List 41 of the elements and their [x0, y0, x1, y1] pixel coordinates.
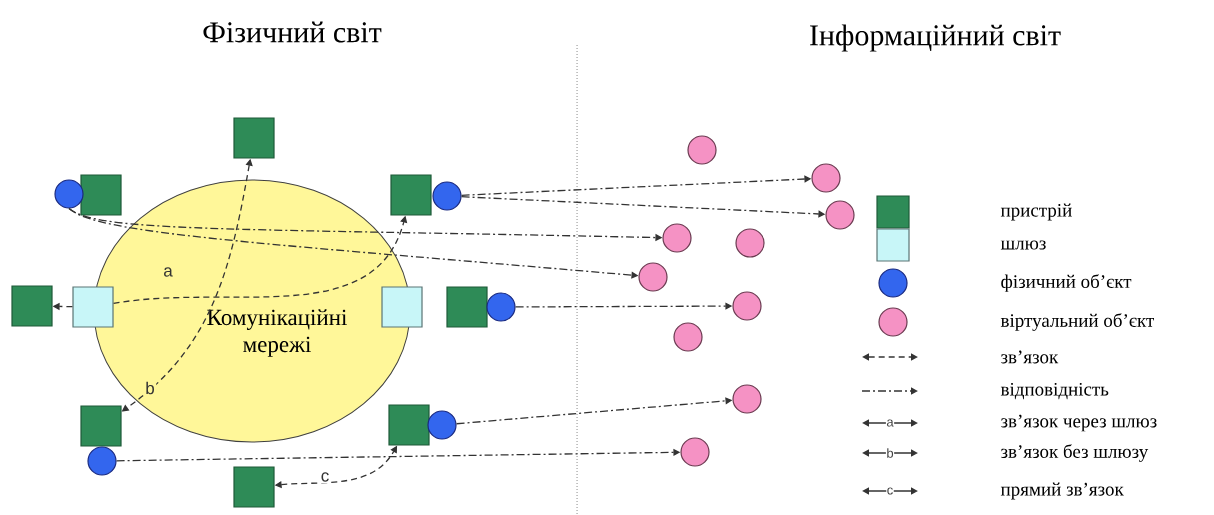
virtual-object-circle — [732, 384, 762, 414]
heading: Інформаційний світ — [810, 24, 1061, 52]
legend-text: віртуальний об’єкт — [1000, 313, 1154, 331]
virtual-object-circle — [638, 262, 668, 292]
physical-object-circle — [54, 179, 84, 209]
legend-line-sample: b — [862, 447, 918, 459]
legend-text: пристрій — [1000, 203, 1072, 221]
legend-text: зв’язок без шлюзу — [1001, 444, 1149, 462]
device-box — [233, 117, 275, 159]
device-box — [233, 466, 275, 508]
legend-text: зв’язок через шлюз — [1001, 414, 1157, 432]
virtual-object-circle — [735, 228, 765, 258]
legend-line-sample: c — [862, 486, 918, 496]
physical-object-circle — [432, 181, 462, 211]
gateway-box — [72, 286, 114, 328]
device-box — [388, 404, 430, 446]
device-box — [80, 405, 122, 447]
virtual-object-circle — [673, 322, 703, 352]
legend-text: фізичний об’єкт — [1001, 274, 1132, 292]
virtual-object-circle — [825, 200, 855, 230]
legend-text: зв’язок — [1001, 350, 1059, 364]
device-box — [446, 286, 488, 328]
legend-line-sample: a — [862, 418, 918, 428]
device-box — [11, 285, 53, 327]
network-label: Комунікаційні мережі — [207, 309, 347, 357]
physical-object-circle — [486, 292, 516, 322]
virtual-object-circle — [811, 163, 841, 193]
physical-object-circle — [87, 446, 117, 476]
legend-text: шлюз — [1000, 240, 1046, 250]
heading: Фізичний світ — [203, 21, 382, 43]
legend-text: відповідність — [1000, 382, 1109, 400]
device-box — [80, 174, 122, 216]
physical-object-circle — [427, 410, 457, 440]
virtual-object-circle — [732, 291, 762, 321]
virtual-object-circle — [687, 135, 717, 165]
gateway-box — [381, 286, 423, 328]
virtual-object-circle — [662, 223, 692, 253]
virtual-object-circle — [680, 437, 710, 467]
device-box — [390, 174, 432, 216]
edge-label: c — [319, 470, 331, 484]
legend-text: прямий зв’язок — [1000, 482, 1124, 500]
